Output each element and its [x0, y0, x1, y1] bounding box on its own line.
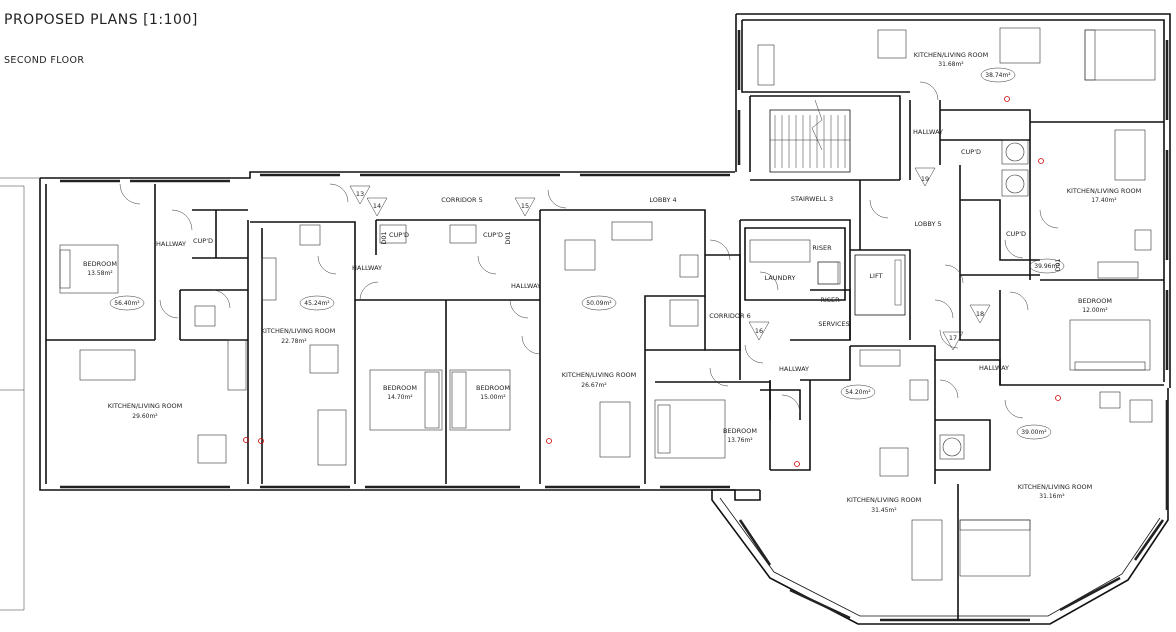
- room-name-kitchen-1: KITCHEN/LIVING ROOM: [108, 402, 183, 410]
- room-name-kitchen-3: KITCHEN/LIVING ROOM: [562, 371, 637, 379]
- room-area-kitchen-1: 29.60m²: [132, 413, 158, 420]
- furniture: [59, 27, 1156, 581]
- plan-title: PROPOSED PLANS [1:100]: [4, 12, 198, 28]
- room-name-corridor-6: CORRIDOR 6: [709, 312, 750, 320]
- room-name-hallway-1: HALLWAY: [156, 240, 186, 248]
- section-tag-13: 13: [356, 190, 364, 198]
- room-name-cupd-4: CUP'D: [961, 148, 981, 156]
- floor-label: SECOND FLOOR: [4, 55, 85, 66]
- room-name-hallway-2: HALLWAY: [352, 264, 382, 272]
- room-name-lift: LIFT: [869, 272, 882, 280]
- room-name-bedroom-1: BEDROOM: [83, 260, 117, 268]
- room-name-stairwell-3: STAIRWELL 3: [791, 195, 833, 203]
- section-tag-15: 15: [521, 202, 529, 210]
- section-tag-18: 18: [976, 310, 984, 318]
- room-name-laundry: LAUNDRY: [765, 274, 796, 282]
- room-name-cupd-3: CUP'D: [483, 231, 503, 239]
- room-name-services: SERVICES: [818, 320, 850, 328]
- room-name-kitchen-5: KITCHEN/LIVING ROOM: [914, 51, 989, 59]
- door-tags: D01 D01 D01: [380, 231, 1062, 271]
- section-tag-17: 17: [949, 334, 957, 342]
- doors: [119, 81, 1059, 419]
- room-area-kitchen-2: 22.78m²: [281, 338, 307, 345]
- room-area-kitchen-7: 31.16m²: [1039, 493, 1065, 500]
- door-tag-3: D01: [1054, 258, 1062, 271]
- flat-total-2: 45.24m²: [304, 300, 330, 307]
- flat-total-1: 56.40m²: [114, 300, 140, 307]
- room-name-riser-1: RISER: [812, 244, 832, 252]
- lift: [854, 254, 906, 316]
- room-area-kitchen-5: 31.68m²: [938, 61, 964, 68]
- room-name-cupd-1: CUP'D: [193, 237, 213, 245]
- room-name-hallway-3: HALLWAY: [511, 282, 541, 290]
- room-area-kitchen-4: 31.45m²: [871, 507, 897, 514]
- room-area-kitchen-6: 17.40m²: [1091, 197, 1117, 204]
- room-name-kitchen-6: KITCHEN/LIVING ROOM: [1067, 187, 1142, 195]
- windows: [60, 30, 1169, 622]
- room-area-bedroom-4: 13.76m²: [727, 437, 753, 444]
- section-tag-14: 14: [373, 202, 381, 210]
- room-name-bedroom-3: BEDROOM: [476, 384, 510, 392]
- flat-total-5: 38.74m²: [985, 72, 1011, 79]
- room-area-bedroom-1: 13.58m²: [87, 270, 113, 277]
- room-name-kitchen-7: KITCHEN/LIVING ROOM: [1018, 483, 1093, 491]
- outer-walls: [0, 13, 1171, 625]
- section-tag-16: 16: [755, 327, 763, 335]
- room-name-hallway-4: HALLWAY: [779, 365, 809, 373]
- room-area-bedroom-3: 15.00m²: [480, 394, 506, 401]
- room-name-hallway-6: HALLWAY: [979, 364, 1009, 372]
- room-name-cupd-2: CUP'D: [389, 231, 409, 239]
- flat-total-4: 54.20m²: [845, 389, 871, 396]
- room-name-corridor-5: CORRIDOR 5: [441, 196, 482, 204]
- room-area-bedroom-2: 14.70m²: [387, 394, 413, 401]
- section-tags: 13 14 15 16 17 18 19: [349, 167, 991, 351]
- room-name-bedroom-2: BEDROOM: [383, 384, 417, 392]
- room-name-hallway-5: HALLWAY: [913, 128, 943, 136]
- room-name-lobby-4: LOBBY 4: [649, 196, 676, 204]
- room-name-lobby-5: LOBBY 5: [914, 220, 941, 228]
- section-tag-19: 19: [921, 175, 929, 183]
- door-tag-1: D01: [380, 231, 388, 244]
- room-area-bedroom-5: 12.00m²: [1082, 307, 1108, 314]
- room-name-kitchen-2: KITCHEN/LIVING ROOM: [261, 327, 336, 335]
- room-area-kitchen-3: 26.67m²: [581, 382, 607, 389]
- flat-total-7: 39.00m²: [1021, 429, 1047, 436]
- flat-total-6: 39.96m²: [1034, 263, 1060, 270]
- red-markers: [243, 96, 1061, 467]
- room-name-bedroom-5: BEDROOM: [1078, 297, 1112, 305]
- room-name-cupd-5: CUP'D: [1006, 230, 1026, 238]
- room-name-bedroom-4: BEDROOM: [723, 427, 757, 435]
- door-tag-2: D01: [504, 231, 512, 244]
- room-name-riser-2: RISER: [820, 296, 840, 304]
- room-labels: BEDROOM 13.58m² HALLWAY CUP'D 56.40m² KI…: [83, 51, 1141, 514]
- room-name-kitchen-4: KITCHEN/LIVING ROOM: [847, 496, 922, 504]
- flat-total-3: 50.09m²: [586, 300, 612, 307]
- stair: [769, 99, 851, 173]
